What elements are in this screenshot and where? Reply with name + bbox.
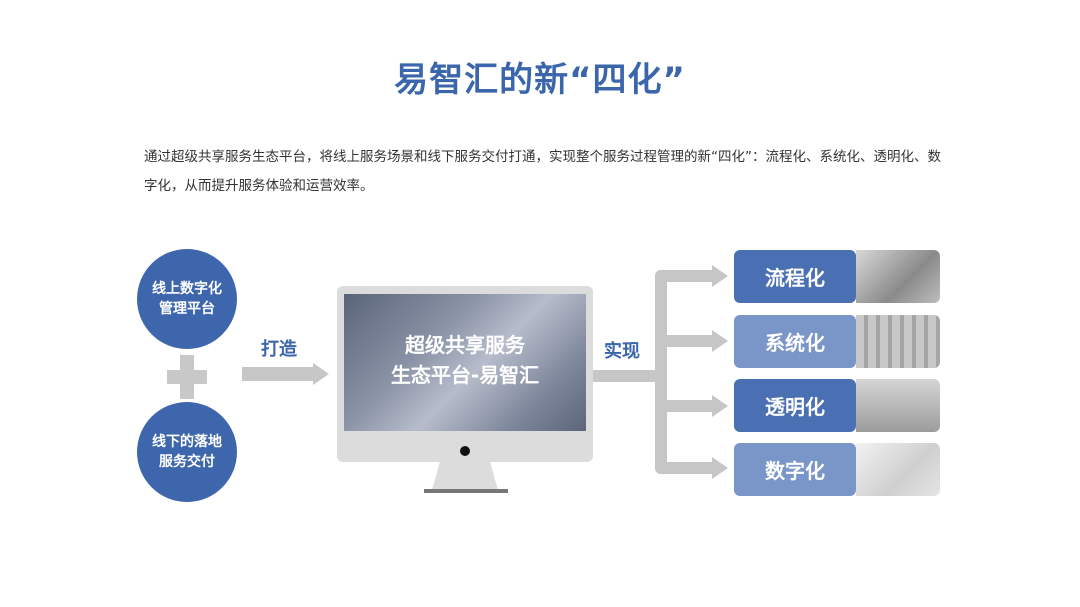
branch-trunk: [655, 270, 667, 474]
monitor-stand: [432, 462, 498, 490]
outcome-process: 流程化: [734, 250, 856, 303]
monitor-camera-icon: [460, 446, 470, 456]
input-offline-line1: 线下的落地: [152, 434, 222, 450]
platform-name: 超级共享服务 生态平台-易智汇: [344, 330, 586, 390]
branch-2: [655, 335, 715, 347]
outcome-label: 数字化: [765, 459, 825, 483]
input-offline-line2: 服务交付: [159, 454, 215, 470]
outcome-image: [856, 379, 940, 432]
platform-line1: 超级共享服务: [405, 333, 525, 357]
page-title: 易智汇的新“四化”: [394, 60, 686, 100]
plus-icon-vertical: [180, 355, 194, 399]
build-label: 打造: [261, 339, 297, 360]
input-online-platform: 线上数字化管理平台: [137, 249, 237, 349]
monitor-base: [424, 489, 508, 493]
platform-line2: 生态平台-易智汇: [390, 363, 540, 387]
outcome-digital: 数字化: [734, 443, 856, 496]
branch-arrow-icon: [712, 395, 728, 417]
branch-arrow-icon: [712, 457, 728, 479]
outcome-transparency: 透明化: [734, 379, 856, 432]
build-arrow-icon: [313, 363, 329, 385]
outcome-system: 系统化: [734, 315, 856, 368]
outcome-label: 透明化: [765, 395, 825, 419]
input-online-line1: 线上数字化: [152, 281, 222, 297]
input-online-line2: 管理平台: [159, 301, 215, 317]
branch-1: [655, 270, 715, 282]
branch-3: [655, 400, 715, 412]
realize-connector: [593, 370, 663, 382]
outcome-image: [856, 250, 940, 303]
description-text: 通过超级共享服务生态平台，将线上服务场景和线下服务交付打通，实现整个服务过程管理…: [144, 149, 941, 194]
outcome-label: 流程化: [765, 266, 825, 290]
monitor-screen-image: [344, 294, 586, 431]
realize-label: 实现: [604, 341, 640, 362]
branch-arrow-icon: [712, 265, 728, 287]
input-offline-delivery: 线下的落地服务交付: [137, 402, 237, 502]
build-arrow-shaft: [242, 367, 314, 381]
outcome-image: [856, 315, 940, 368]
outcome-image: [856, 443, 940, 496]
outcome-label: 系统化: [765, 331, 825, 355]
branch-arrow-icon: [712, 330, 728, 352]
branch-4: [655, 462, 715, 474]
